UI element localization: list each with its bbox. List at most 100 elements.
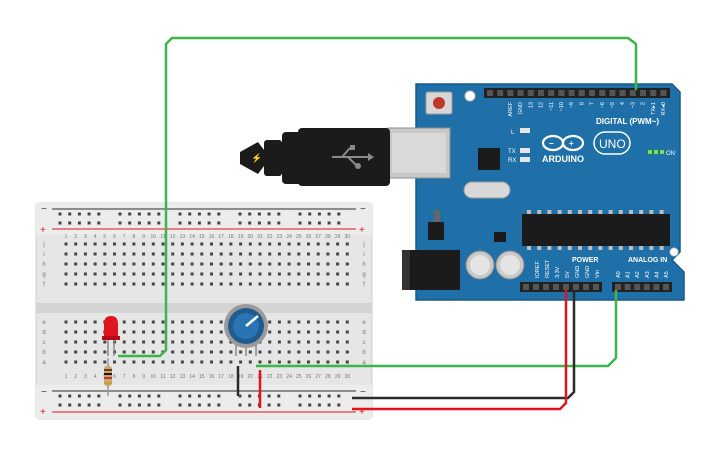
rail-hole[interactable] [248,394,252,398]
breadboard-hole[interactable] [190,242,194,246]
rail-hole[interactable] [217,221,221,225]
breadboard-hole[interactable] [307,272,310,276]
breadboard-hole[interactable] [307,252,310,256]
breadboard-hole[interactable] [297,262,301,266]
breadboard-hole[interactable] [103,242,107,246]
breadboard-hole[interactable] [268,360,272,364]
breadboard-hole[interactable] [93,242,97,246]
breadboard-hole[interactable] [161,272,165,276]
breadboard-hole[interactable] [277,340,281,344]
breadboard-hole[interactable] [268,340,272,344]
breadboard-hole[interactable] [113,242,116,246]
header-socket[interactable] [619,90,626,96]
breadboard-hole[interactable] [142,272,146,276]
breadboard-hole[interactable] [103,272,107,276]
rail-hole[interactable] [337,394,341,398]
breadboard-hole[interactable] [190,360,194,364]
breadboard-hole[interactable] [103,350,107,354]
breadboard-hole[interactable] [93,282,97,286]
breadboard-hole[interactable] [229,340,233,344]
breadboard-hole[interactable] [142,252,146,256]
breadboard-hole[interactable] [287,340,291,344]
breadboard-hole[interactable] [151,330,155,334]
breadboard-hole[interactable] [74,272,78,276]
breadboard-hole[interactable] [345,252,349,256]
rail-hole[interactable] [298,403,302,407]
breadboard-hole[interactable] [345,340,349,344]
breadboard-hole[interactable] [307,282,310,286]
breadboard-hole[interactable] [345,320,349,324]
header-socket[interactable] [593,284,599,290]
breadboard-hole[interactable] [171,262,175,266]
header-socket[interactable] [563,284,569,290]
header-socket[interactable] [624,284,631,290]
breadboard-hole[interactable] [180,360,184,364]
breadboard-hole[interactable] [132,320,136,324]
breadboard-hole[interactable] [64,242,68,246]
reset-button-cap[interactable] [433,97,445,109]
rail-hole[interactable] [197,212,201,216]
breadboard-hole[interactable] [200,320,204,324]
breadboard-hole[interactable] [142,262,146,266]
breadboard-hole[interactable] [83,282,87,286]
breadboard-hole[interactable] [316,350,320,354]
breadboard-hole[interactable] [248,252,252,256]
rail-hole[interactable] [238,394,242,398]
breadboard-hole[interactable] [239,242,243,246]
breadboard-hole[interactable] [258,360,262,364]
breadboard-hole[interactable] [326,360,330,364]
breadboard-hole[interactable] [132,272,136,276]
header-socket[interactable] [660,90,667,96]
breadboard-hole[interactable] [103,252,107,256]
breadboard-hole[interactable] [113,262,116,266]
breadboard-hole[interactable] [180,282,184,286]
breadboard-hole[interactable] [268,242,272,246]
breadboard-hole[interactable] [210,330,213,334]
breadboard-hole[interactable] [287,320,291,324]
breadboard-hole[interactable] [326,252,330,256]
breadboard-hole[interactable] [210,262,213,266]
rail-hole[interactable] [97,221,101,225]
rail-hole[interactable] [327,221,331,225]
breadboard-hole[interactable] [83,330,87,334]
resistor-component[interactable] [104,358,112,396]
breadboard-hole[interactable] [316,252,320,256]
breadboard-hole[interactable] [161,252,165,256]
breadboard-hole[interactable] [171,330,175,334]
breadboard-hole[interactable] [219,340,223,344]
breadboard-hole[interactable] [287,252,291,256]
breadboard-hole[interactable] [248,262,252,266]
rail-hole[interactable] [277,221,281,225]
breadboard-hole[interactable] [64,282,68,286]
rail-hole[interactable] [147,212,151,216]
rail-hole[interactable] [337,212,341,216]
breadboard-hole[interactable] [345,272,349,276]
rail-hole[interactable] [197,221,201,225]
breadboard-hole[interactable] [297,350,301,354]
breadboard-hole[interactable] [151,272,155,276]
rail-hole[interactable] [118,394,122,398]
breadboard-hole[interactable] [307,330,310,334]
breadboard-hole[interactable] [268,272,272,276]
rail-hole[interactable] [157,221,161,225]
breadboard-hole[interactable] [248,360,252,364]
breadboard-hole[interactable] [297,282,301,286]
breadboard-hole[interactable] [132,242,136,246]
rail-hole[interactable] [68,212,72,216]
breadboard-hole[interactable] [151,242,155,246]
breadboard-hole[interactable] [316,272,320,276]
rail-hole[interactable] [317,394,321,398]
breadboard-hole[interactable] [239,360,243,364]
header-socket[interactable] [643,284,650,290]
rail-hole[interactable] [317,221,321,225]
breadboard-hole[interactable] [268,282,272,286]
potentiometer-knob-indicator[interactable] [245,315,259,327]
breadboard-hole[interactable] [248,282,252,286]
digital-header[interactable] [484,88,670,98]
breadboard-hole[interactable] [239,350,243,354]
rail-hole[interactable] [68,221,72,225]
breadboard-hole[interactable] [336,242,340,246]
breadboard-hole[interactable] [316,242,320,246]
rail-hole[interactable] [178,403,182,407]
header-socket[interactable] [497,90,504,96]
